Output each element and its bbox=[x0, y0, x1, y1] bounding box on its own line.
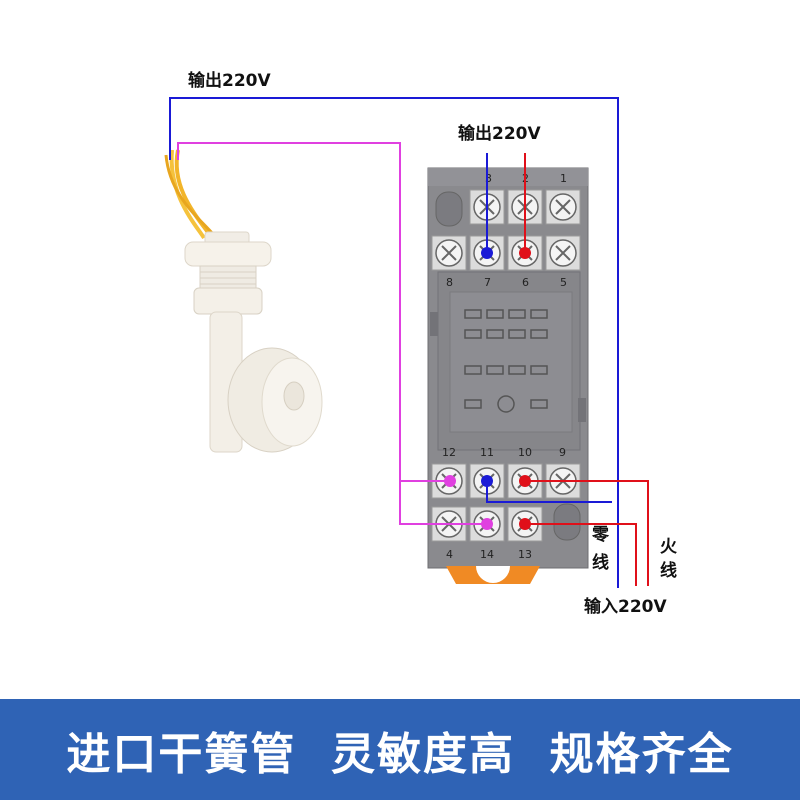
magenta-wire-sensor bbox=[177, 142, 487, 525]
terminal-num: 13 bbox=[518, 548, 532, 561]
output-label-relay: 输出220V bbox=[458, 123, 541, 144]
terminal-num: 8 bbox=[446, 276, 453, 289]
neutral-label-2: 线 bbox=[592, 552, 609, 573]
input-label: 输入220V bbox=[584, 596, 667, 617]
terminal-screw bbox=[545, 189, 581, 225]
magenta-dot-14 bbox=[481, 518, 493, 530]
terminal-num: 10 bbox=[518, 446, 532, 459]
terminal-num: 14 bbox=[480, 548, 494, 561]
terminal-num: 1 bbox=[560, 172, 567, 185]
neutral-label-1: 零 bbox=[591, 525, 610, 545]
banner-text: 进口干簧管 灵敏度高 规格齐全 bbox=[66, 728, 734, 780]
blue-dot-11 bbox=[481, 475, 493, 487]
terminal-num: 12 bbox=[442, 446, 456, 459]
float-switch bbox=[164, 149, 323, 453]
blue-wire-outer bbox=[169, 97, 619, 588]
red-wire-10 bbox=[525, 480, 649, 586]
connection-dots bbox=[444, 247, 531, 530]
red-wire-13 bbox=[525, 523, 637, 586]
terminal-screw bbox=[545, 235, 581, 271]
magenta-dot-12 bbox=[444, 475, 456, 487]
terminal-num: 5 bbox=[560, 276, 567, 289]
terminal-num: 3 bbox=[485, 172, 492, 185]
live-label-1: 火 bbox=[660, 537, 678, 557]
terminal-num: 11 bbox=[480, 446, 494, 459]
promo-banner: 进口干簧管 灵敏度高 规格齐全 bbox=[0, 699, 800, 800]
red-dot-13 bbox=[519, 518, 531, 530]
terminal-num: 7 bbox=[484, 276, 491, 289]
red-dot-6 bbox=[519, 247, 531, 259]
wires bbox=[169, 97, 649, 588]
blue-dot-7 bbox=[481, 247, 493, 259]
output-label-top: 输出220V bbox=[188, 70, 271, 91]
blue-wire-neutral bbox=[486, 481, 612, 503]
relay-socket bbox=[427, 167, 589, 584]
terminal-screw bbox=[431, 235, 467, 271]
terminal-num: 9 bbox=[559, 446, 566, 459]
terminal-num: 6 bbox=[522, 276, 529, 289]
live-label-2: 线 bbox=[660, 560, 677, 581]
red-dot-10 bbox=[519, 475, 531, 487]
terminal-num: 4 bbox=[446, 548, 453, 561]
